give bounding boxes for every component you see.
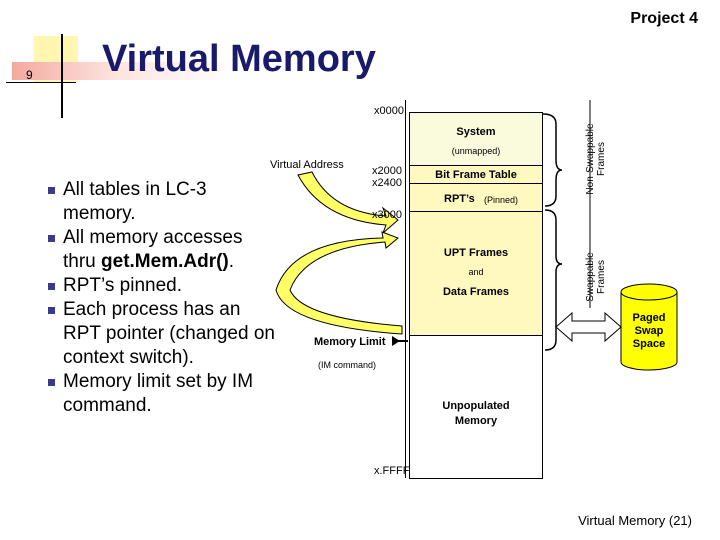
pinned-label: (Pinned)	[484, 195, 519, 205]
bullet-bold-text: get.Mem.Adr()	[101, 251, 229, 272]
non-swappable-text: Non-Swappable	[585, 123, 596, 195]
address-x0000: x0000	[374, 105, 404, 117]
divider-line	[410, 335, 542, 336]
address-axis-line	[405, 100, 406, 478]
bullet-text: All tables in LC-3 memory.	[63, 179, 207, 224]
bullet-list: All tables in LC-3 memory. All memory ac…	[48, 178, 280, 418]
brace-non-swappable	[542, 113, 563, 207]
im-command-label: (IM command)	[318, 360, 377, 370]
unpopulated-label: Unpopulated	[442, 400, 510, 412]
system-region	[410, 113, 542, 165]
frames-text: Frames	[596, 260, 607, 294]
bullet-marker-icon	[48, 307, 55, 314]
divider-line	[410, 183, 542, 184]
bullet-text: Each process has an RPT pointer (changed…	[63, 299, 275, 368]
bullet-text-suffix: .	[228, 251, 235, 272]
curved-arrow-icon	[275, 231, 403, 335]
virtual-address-label: Virtual Address	[270, 159, 344, 171]
swappable-text: Swappable	[585, 252, 596, 302]
slide-title: Virtual Memory	[102, 38, 376, 80]
paged-text: Paged	[632, 312, 666, 324]
memory-label: Memory	[454, 415, 498, 427]
address-x2000: x2000	[372, 165, 402, 177]
bullet-marker-icon	[48, 187, 55, 194]
double-arrow-icon	[555, 311, 622, 343]
bullet-text: RPT’s pinned.	[63, 275, 182, 296]
bullet-item: Memory limit set by IM command.	[48, 370, 280, 418]
data-frames-label: Data Frames	[442, 286, 510, 298]
footer-caption: Virtual Memory (21)	[578, 513, 692, 528]
bullet-text: All memory accesses thru	[63, 227, 243, 272]
rpt-region	[410, 183, 542, 211]
bullet-item: Each process has an RPT pointer (changed…	[48, 298, 280, 370]
unmapped-label: (unmapped)	[451, 146, 501, 156]
memory-limit-label: Memory Limit	[314, 336, 386, 348]
bullet-item: All memory accesses thru get.Mem.Adr().	[48, 226, 280, 274]
address-x2400: x2400	[372, 177, 402, 189]
address-xffff: x.FFFF	[374, 465, 410, 477]
bullet-marker-icon	[48, 379, 55, 386]
upt-data-region	[410, 211, 542, 335]
system-label: System	[456, 126, 496, 138]
address-x3000: x3000	[372, 209, 402, 221]
project-label: Project 4	[630, 10, 698, 27]
brace-swappable	[544, 209, 563, 351]
divider-line	[410, 165, 542, 166]
bit-frame-table-region	[410, 165, 542, 183]
rpts-label: RPT’s	[444, 193, 475, 205]
swap-space-cylinder-icon	[620, 292, 678, 371]
divider-line	[410, 211, 542, 212]
slide-number: 9	[26, 68, 33, 82]
bullet-item: RPT’s pinned.	[48, 274, 280, 298]
arrow-head-icon	[392, 336, 400, 346]
swap-text: Swap	[634, 325, 664, 337]
memory-map: System (unmapped) Bit Frame Table RPT’s …	[409, 112, 543, 479]
and-label: and	[468, 267, 484, 277]
decor-title-bar	[12, 62, 352, 80]
frames-text: Frames	[596, 142, 607, 176]
decor-horizontal-line	[6, 82, 76, 83]
cylinder-top	[620, 283, 678, 301]
decor-vertical-line	[61, 34, 63, 118]
bullet-text: Memory limit set by IM command.	[63, 371, 254, 416]
space-text: Space	[632, 338, 666, 350]
bit-frame-table-label: Bit Frame Table	[435, 169, 517, 181]
bullet-marker-icon	[48, 283, 55, 290]
bullet-marker-icon	[48, 235, 55, 242]
paged-swap-space-label: Paged Swap Space	[621, 312, 677, 351]
bullet-item: All tables in LC-3 memory.	[48, 178, 280, 226]
upt-frames-label: UPT Frames	[443, 247, 509, 259]
